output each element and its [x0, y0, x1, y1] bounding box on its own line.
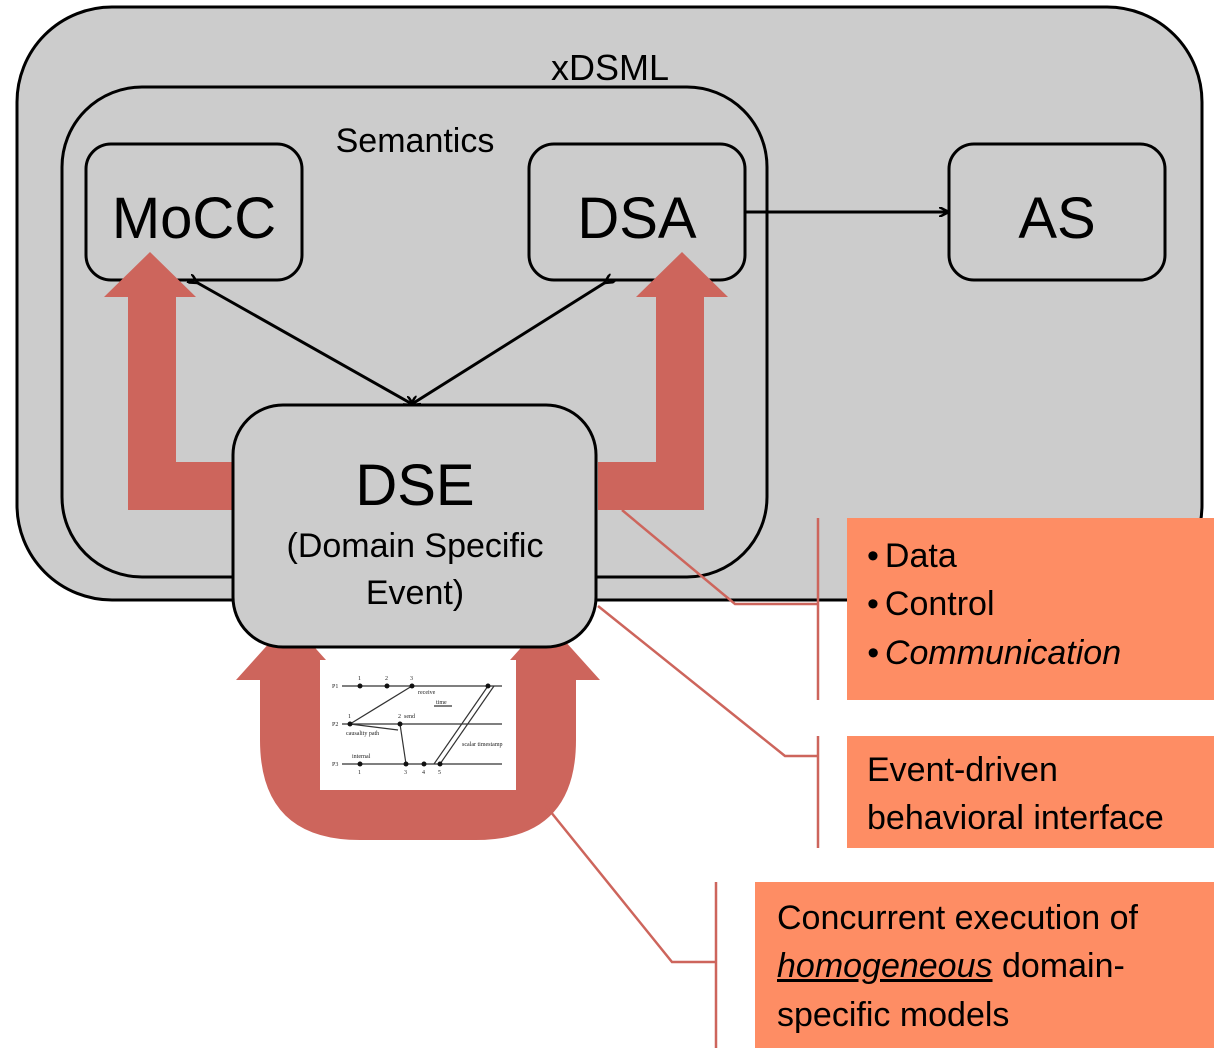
p3-tick-4: 4	[422, 770, 425, 776]
bullet-data: Data	[867, 532, 1214, 580]
receive-annotation: receive	[418, 690, 436, 696]
time-annotation: time	[436, 700, 447, 706]
concurrent-emphasis: homogeneous	[777, 947, 993, 986]
xdsml-container	[15, 5, 1204, 602]
dsa-label: DSA	[577, 186, 697, 251]
timing-diagram: P1 P2 P3 receive send time causality pat…	[320, 660, 516, 790]
internal-annotation: internal	[352, 754, 371, 760]
dse-label: DSE	[355, 453, 474, 518]
concurrent-line-3: specific models	[777, 995, 1010, 1034]
callout-bullets: Data Control Communication	[847, 518, 1214, 700]
callout-event-driven: Event-driven behavioral interface	[847, 736, 1214, 848]
process-label-p1: P1	[332, 684, 338, 690]
p3-tick-5: 5	[438, 770, 441, 776]
dse-box	[231, 403, 598, 649]
connector-dse-to-bullets	[621, 509, 818, 606]
mocc-label: MoCC	[112, 186, 276, 251]
process-label-p2: P2	[332, 722, 338, 728]
connector-arrow-to-concurrent	[545, 805, 716, 964]
p2-tick-2: 2	[398, 714, 401, 720]
connector-dse-to-event	[597, 605, 818, 758]
concurrent-line-2: homogeneous domain-	[777, 942, 1214, 990]
dse-subtitle-line1: (Domain Specific	[287, 527, 544, 565]
send-annotation: send	[404, 714, 415, 720]
bullet-control: Control	[867, 580, 1214, 628]
dse-dsa-double-arrow	[412, 282, 606, 404]
bullet-list: Data Control Communication	[867, 532, 1214, 677]
p3-tick-3: 3	[404, 770, 407, 776]
process-label-p3: P3	[332, 762, 338, 768]
as-label: AS	[1018, 186, 1095, 251]
semantics-label: Semantics	[336, 122, 495, 160]
bullet-communication: Communication	[867, 629, 1214, 677]
event-line-2: behavioral interface	[867, 799, 1164, 838]
p2-tick-1: 1	[348, 714, 351, 720]
scalar-timestamp-annotation: scalar timestamp	[462, 742, 503, 748]
xdsml-label: xDSML	[551, 47, 669, 88]
causality-path-annotation: causality path	[346, 731, 379, 737]
concurrent-rest: domain-	[992, 947, 1125, 986]
p1-tick-3: 3	[410, 676, 413, 682]
dse-subtitle-line2: Event)	[366, 574, 464, 612]
concurrent-line-1: Concurrent execution of	[777, 899, 1138, 937]
event-line-1: Event-driven	[867, 751, 1058, 789]
as-box	[947, 142, 1167, 282]
red-arrow-to-dsa	[598, 252, 728, 510]
p3-tick-1: 1	[358, 770, 361, 776]
callout-concurrent: Concurrent execution of homogeneous doma…	[755, 882, 1214, 1048]
red-arrow-to-mocc	[104, 252, 236, 510]
p1-tick-1: 1	[358, 676, 361, 682]
p1-tick-2: 2	[385, 676, 388, 682]
dse-mocc-double-arrow	[196, 282, 412, 404]
